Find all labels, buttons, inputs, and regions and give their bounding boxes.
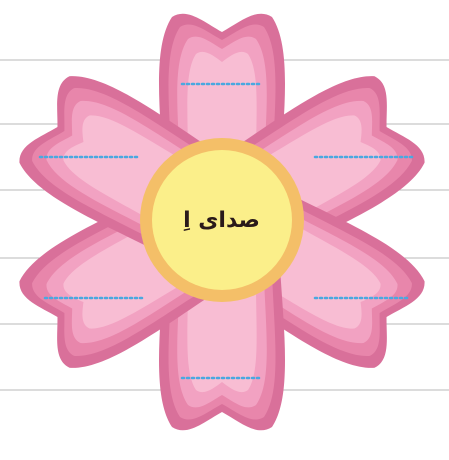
center-label: صدای اِ <box>150 190 293 250</box>
